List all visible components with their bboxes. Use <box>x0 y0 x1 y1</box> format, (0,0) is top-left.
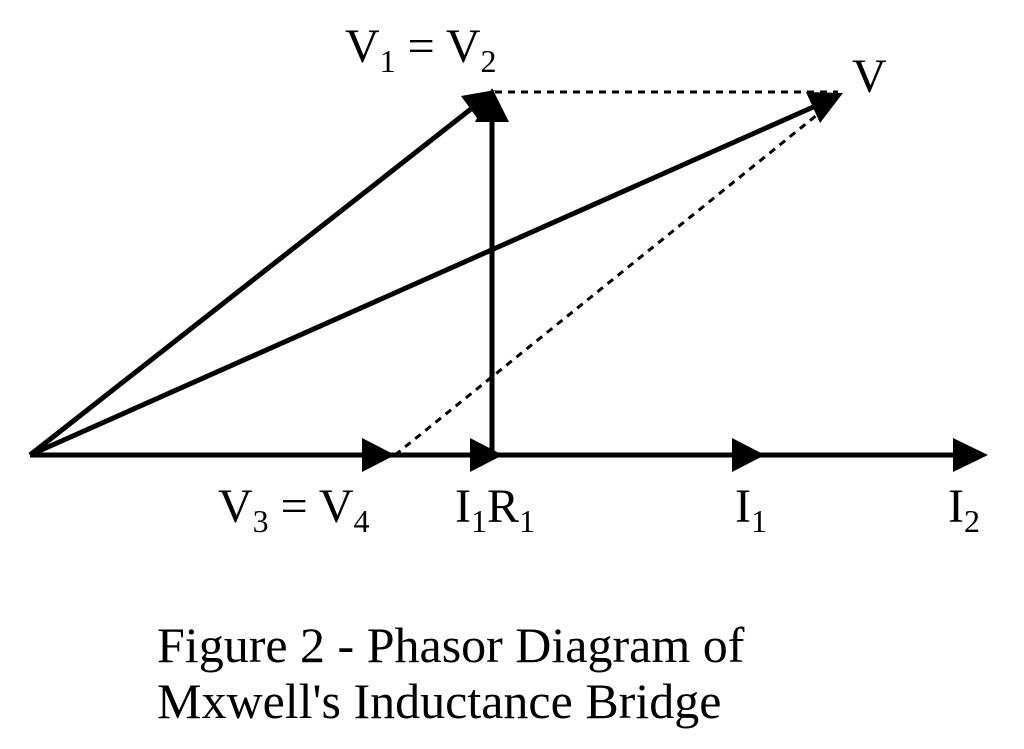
i2-arrowhead <box>953 438 988 472</box>
v1-v2-arrowhead <box>461 90 495 122</box>
label-i1r1: I1R1 <box>455 480 535 539</box>
i1-arrowhead <box>732 438 765 472</box>
v-vector <box>28 101 822 458</box>
caption-line-2: Mxwell's Inductance Bridge <box>157 673 721 729</box>
label-v: V <box>852 50 887 103</box>
label-i1: I1 <box>735 480 767 539</box>
caption-line-1: Figure 2 - Phasor Diagram of <box>157 617 745 673</box>
label-i2: I2 <box>948 480 980 539</box>
label-v1-equals-v2: V1 = V2 <box>345 20 497 79</box>
i1r1-arrowhead <box>470 438 503 472</box>
dashed-diagonal <box>394 96 839 457</box>
v3-v4-arrowhead <box>362 438 395 472</box>
v1-v2-vector <box>28 103 478 457</box>
label-v3-equals-v4: V3 = V4 <box>218 480 370 539</box>
